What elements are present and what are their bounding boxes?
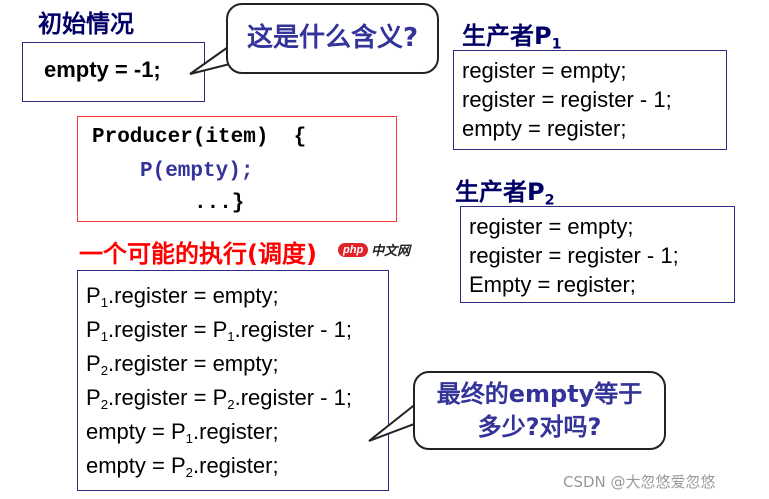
schedule-line: P2.register = P2.register - 1;	[86, 385, 352, 412]
producer1-heading: 生产者P1	[462, 22, 562, 53]
producer-code-line3: ...}	[194, 192, 245, 215]
producer2-heading: 生产者P2	[455, 178, 555, 209]
producer-code-line2: P(empty);	[140, 160, 254, 183]
producer2-code-box: register = empty; register = register - …	[460, 206, 735, 303]
producer1-line: register = empty;	[462, 58, 627, 83]
bubble-final-empty-question: 最终的empty等于 多少?对吗?	[413, 371, 666, 450]
producer1-code-box: register = empty; register = register - …	[453, 50, 727, 150]
schedule-line: P1.register = empty;	[86, 283, 279, 310]
initial-code-box: empty = -1;	[22, 42, 205, 102]
initial-heading: 初始情况	[38, 10, 134, 38]
bubble-question-meaning: 这是什么含义?	[226, 3, 439, 74]
producer2-line: Empty = register;	[469, 272, 636, 297]
php-watermark-text: 中文网	[371, 243, 411, 258]
csdn-watermark: CSDN @大忽悠爱忽悠	[563, 473, 716, 491]
schedule-line: P2.register = empty;	[86, 351, 279, 378]
producer1-line: register = register - 1;	[462, 87, 672, 112]
schedule-box: P1.register = empty; P1.register = P1.re…	[77, 270, 389, 491]
producer-code-line1: Producer(item) {	[92, 126, 307, 149]
producer-code-box: Producer(item) { P(empty); ...}	[77, 116, 397, 222]
schedule-heading: 一个可能的执行(调度)	[79, 240, 317, 268]
producer2-line: register = empty;	[469, 214, 634, 239]
initial-code: empty = -1;	[44, 57, 161, 82]
php-watermark: php 中文网	[338, 240, 410, 259]
schedule-line: empty = P1.register;	[86, 419, 279, 446]
schedule-line: empty = P2.register;	[86, 453, 279, 480]
producer2-line: register = register - 1;	[469, 243, 679, 268]
producer1-line: empty = register;	[462, 116, 627, 141]
schedule-line: P1.register = P1.register - 1;	[86, 317, 352, 344]
php-logo-icon: php	[338, 242, 369, 257]
